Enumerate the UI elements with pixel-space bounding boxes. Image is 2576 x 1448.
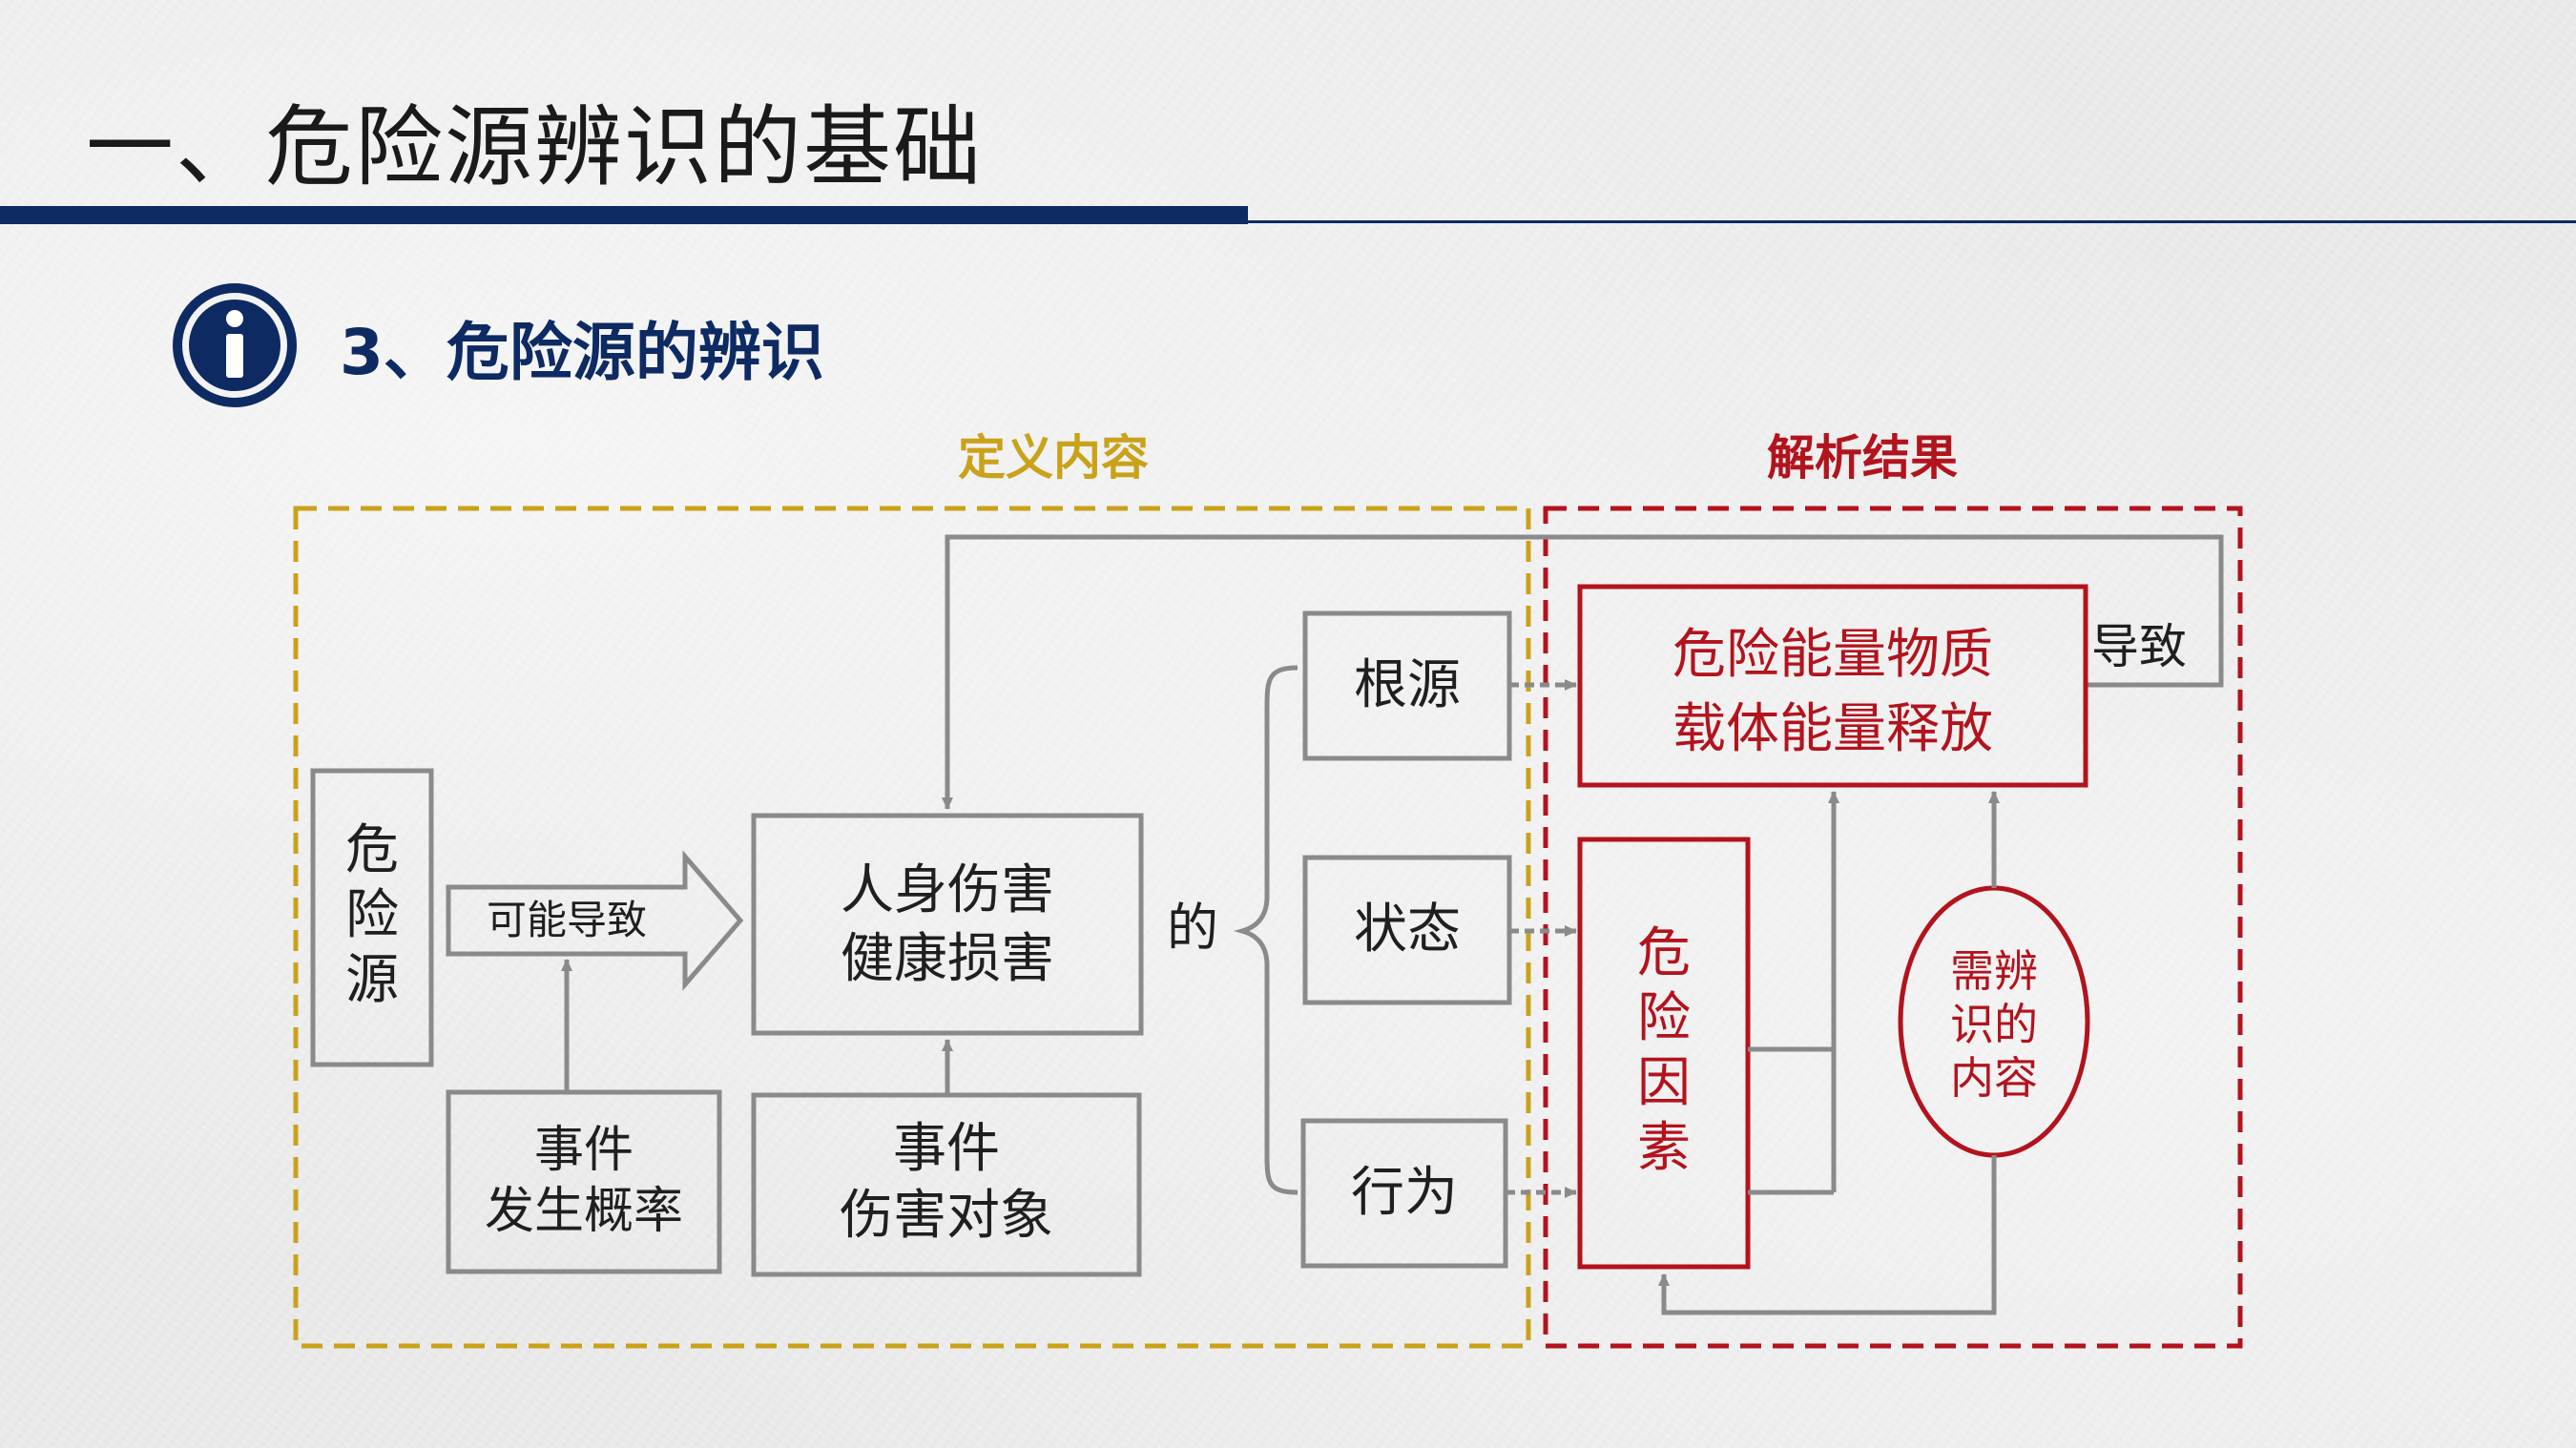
may-lead-label: 可能导致	[486, 897, 647, 943]
object-text: 事件 伤害对象	[754, 1116, 1139, 1250]
probability-line-2: 发生概率	[484, 1183, 683, 1240]
energy-line-1: 危险能量物质	[1672, 624, 1993, 686]
hazard-source-char-1: 危	[345, 819, 399, 881]
hazard-source-box	[310, 768, 434, 1067]
object-line-2: 伤害对象	[840, 1185, 1053, 1247]
harm-line-1: 人身伤害	[841, 859, 1054, 921]
factor-char-3: 因	[1637, 1052, 1691, 1114]
lead-label: 导致	[2091, 619, 2187, 674]
probability-line-1: 事件	[533, 1122, 634, 1179]
factor-char-1: 危	[1637, 922, 1691, 984]
behavior-text: 行为	[1351, 1162, 1458, 1224]
root-text: 根源	[1354, 654, 1461, 716]
harm-text: 人身伤害 健康损害	[754, 857, 1141, 994]
result-label: 解析结果	[1767, 430, 1958, 486]
energy-text: 危险能量物质 载体能量释放	[1580, 618, 2086, 767]
definition-label: 定义内容	[958, 430, 1149, 486]
factor-char-4: 素	[1637, 1117, 1691, 1179]
identify-factor-connector	[1658, 1155, 1997, 1315]
hazard-source-text: 危 险 源	[313, 818, 431, 1013]
harm-line-2: 健康损害	[841, 928, 1054, 990]
energy-box	[1577, 584, 2088, 788]
definition-region	[293, 506, 1531, 1349]
hazard-source-char-3: 源	[345, 949, 399, 1011]
harm-box	[751, 813, 1144, 1036]
hazard-source-char-2: 险	[345, 884, 399, 946]
brace-icon	[1233, 665, 1298, 1195]
result-region	[1543, 506, 2243, 1349]
factor-box	[1577, 837, 1751, 1270]
energy-line-2: 载体能量释放	[1672, 698, 1993, 760]
title-underline-thin	[1248, 220, 2576, 223]
of-label: 的	[1167, 898, 1218, 958]
may-lead-arrow	[446, 850, 744, 991]
probability-box	[446, 1089, 722, 1274]
identify-line-2: 识的	[1950, 999, 2038, 1050]
feedback-connector	[942, 534, 2224, 810]
title-underline-thick	[0, 206, 1248, 224]
state-text: 状态	[1354, 899, 1461, 961]
object-line-1: 事件	[893, 1118, 1000, 1180]
section-subtitle: 3、危险源的辨识	[340, 316, 824, 389]
identify-text: 需辨 识的 内容	[1901, 944, 2088, 1105]
identify-line-3: 内容	[1950, 1052, 2038, 1104]
identify-line-1: 需辨	[1950, 945, 2038, 997]
page-title: 一、危险源辨识的基础	[86, 96, 984, 198]
factor-energy-connector	[1748, 791, 1839, 1052]
factor-text: 危 险 因 素	[1580, 921, 1748, 1181]
info-icon	[173, 283, 297, 407]
factor-char-2: 险	[1637, 987, 1691, 1049]
probability-text: 事件 发生概率	[448, 1120, 719, 1242]
